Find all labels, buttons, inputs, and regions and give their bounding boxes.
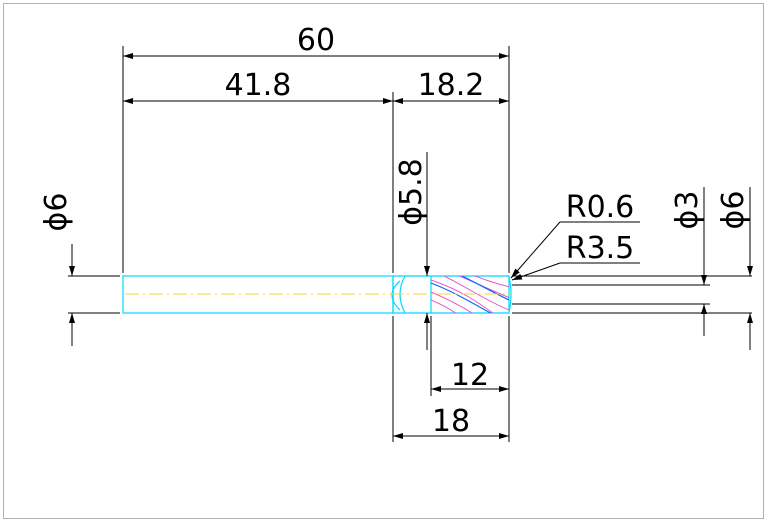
dim-neck-diameter: ϕ5.8 [394, 152, 430, 350]
head-diameter-label: ϕ6 [716, 191, 751, 230]
head-length-label: 18.2 [418, 68, 485, 103]
shank-length-label: 41.8 [225, 68, 292, 103]
ball-radius-label: R3.5 [566, 231, 635, 266]
neck-curve [391, 280, 401, 311]
corner-radius-label: R0.6 [566, 190, 635, 225]
dim-core-diameter: ϕ3 [670, 187, 707, 336]
end-mill-outline [122, 275, 512, 314]
flute-length-label: 12 [451, 358, 489, 393]
helical-flutes [431, 276, 509, 313]
dim-shank-diameter: ϕ6 [39, 193, 75, 346]
dim-shank-length: 41.8 [123, 68, 393, 104]
dim-overall-length: 60 [123, 23, 509, 59]
neck-diameter-label: ϕ5.8 [394, 158, 429, 226]
dim-flute-length: 12 [431, 358, 509, 393]
shank-diameter-label: ϕ6 [39, 193, 74, 232]
leader-ball-radius: R3.5 [511, 231, 640, 281]
dim-head-length: 18.2 [393, 68, 509, 104]
leader-corner-radius: R0.6 [510, 190, 640, 279]
extension-lines [68, 46, 752, 442]
overall-length-label: 60 [297, 23, 335, 58]
drawing-border [3, 3, 764, 519]
core-diameter-label: ϕ3 [670, 191, 705, 230]
cut-length-label: 18 [432, 404, 470, 439]
dim-head-diameter: ϕ6 [716, 187, 753, 350]
dim-cut-length: 18 [393, 404, 509, 439]
